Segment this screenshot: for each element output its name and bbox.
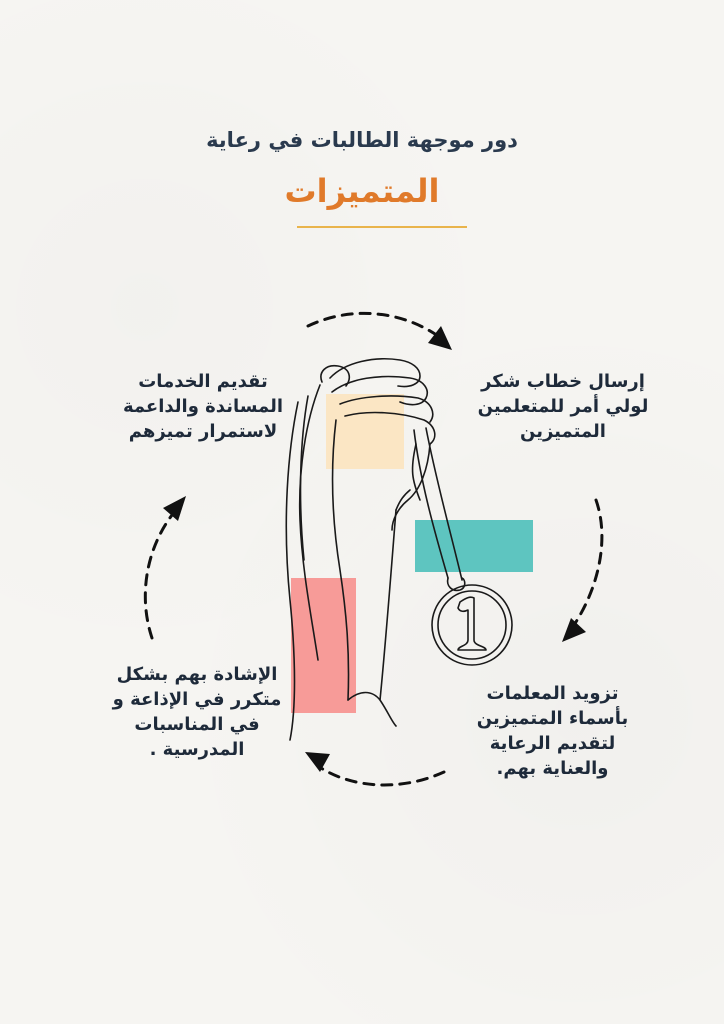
step-line: لتقديم الرعاية: [489, 733, 616, 754]
step-line: لولي أمر للمتعلمين: [477, 396, 649, 417]
arrow-path-right: [570, 498, 604, 630]
teal-block: [415, 520, 533, 572]
step-line: الإشادة بهم بشكل: [116, 664, 278, 685]
pink-block: [291, 578, 356, 713]
step-line: في المناسبات: [134, 714, 260, 735]
step-bottom-right: تزويد المعلمات بأسماء المتميزين لتقديم ا…: [440, 681, 665, 781]
arrow-path-left: [143, 508, 178, 640]
arrowhead-top: [428, 326, 452, 350]
step-line: لاستمرار تميزهم: [128, 421, 278, 442]
step-line: المساندة والداعمة: [122, 396, 284, 417]
hand-with-medal-line-art: [285, 358, 513, 741]
step-bottom-left: الإشادة بهم بشكل متكرر في الإذاعة و في ا…: [90, 662, 304, 762]
arrowhead-right: [562, 618, 586, 642]
page-subtitle: دور موجهة الطالبات في رعاية: [206, 128, 518, 152]
step-top-right: إرسال خطاب شكر لولي أمر للمتعلمين المتمي…: [448, 369, 678, 444]
arrow-path-bottom: [316, 764, 446, 787]
arrowheads: [163, 326, 586, 772]
arrow-path-top: [306, 311, 440, 338]
step-line: تقديم الخدمات: [138, 371, 268, 392]
step-line: المتميزين: [520, 421, 606, 442]
cream-block: [326, 394, 404, 469]
step-line: إرسال خطاب شكر: [481, 371, 645, 392]
arrowhead-bottom: [305, 752, 330, 772]
title-underline: [297, 226, 467, 228]
step-line: متكرر في الإذاعة و: [112, 689, 282, 710]
step-line: بأسماء المتميزين: [476, 708, 629, 729]
step-top-left: تقديم الخدمات المساندة والداعمة لاستمرار…: [96, 369, 310, 444]
cycle-arrows: [143, 311, 604, 787]
arrowhead-left: [163, 496, 186, 521]
step-line: تزويد المعلمات: [486, 683, 619, 704]
step-line: المدرسية .: [149, 739, 245, 760]
page-title: المتميزات: [284, 172, 440, 210]
step-line: والعناية بهم.: [496, 758, 609, 779]
